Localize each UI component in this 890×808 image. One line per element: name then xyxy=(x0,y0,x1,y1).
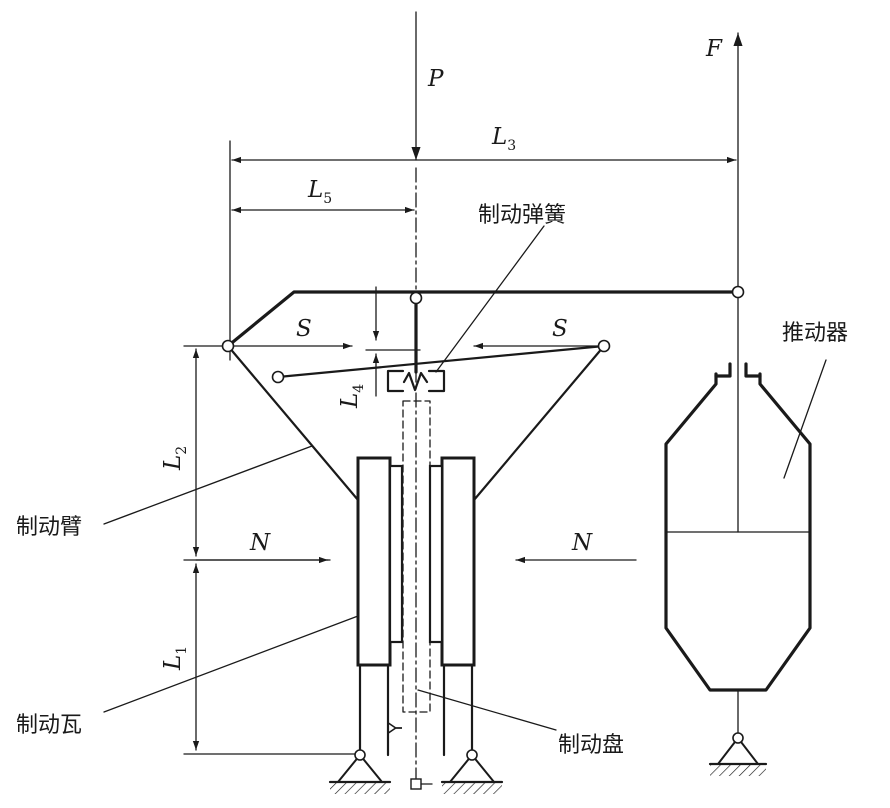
right-pivot-support xyxy=(440,749,504,794)
force-s-left-label: S xyxy=(296,316,312,342)
top-lever xyxy=(226,290,740,374)
dimension-l3 xyxy=(229,140,737,361)
center-line xyxy=(410,167,433,790)
dimension-l3-label: L3 xyxy=(491,124,516,154)
dimension-l2 xyxy=(183,345,331,561)
pusher-body xyxy=(664,291,812,739)
dimension-l4 xyxy=(365,286,421,397)
force-s-right-label: S xyxy=(552,316,568,342)
force-n-right-label: N xyxy=(571,530,593,556)
right-brake-shoe xyxy=(428,456,476,757)
axis-y-label: Y xyxy=(386,722,407,735)
dimension-l4-label: L4 xyxy=(337,384,367,409)
left-brake-arm xyxy=(226,344,360,502)
label-brake-shoe: 制动瓦 xyxy=(16,713,82,738)
dimension-l2-label: L2 xyxy=(160,446,190,471)
left-arm-pivot-pin xyxy=(221,339,235,353)
leader-lines xyxy=(103,225,827,731)
force-p-label: P xyxy=(427,66,444,92)
right-arm-pivot-pin xyxy=(597,339,611,353)
dimension-l1-label: L1 xyxy=(160,646,190,671)
dimension-l5-label: L5 xyxy=(307,177,332,207)
pusher-pivot-support xyxy=(708,732,768,776)
force-n-left-label: N xyxy=(249,530,271,556)
dimension-l1 xyxy=(183,563,361,755)
tie-rod-pin xyxy=(271,370,285,384)
label-pusher: 推动器 xyxy=(782,321,848,346)
left-brake-shoe xyxy=(356,456,404,757)
right-brake-arm xyxy=(276,344,606,502)
lever-pusher-pin xyxy=(731,285,745,299)
spring-rod-pin xyxy=(409,291,423,305)
force-f-label: F xyxy=(705,36,723,62)
left-pivot-support xyxy=(328,749,392,794)
label-brake-spring: 制动弹簧 xyxy=(478,203,566,228)
label-brake-arm: 制动臂 xyxy=(16,515,82,540)
label-brake-disc: 制动盘 xyxy=(558,733,624,758)
